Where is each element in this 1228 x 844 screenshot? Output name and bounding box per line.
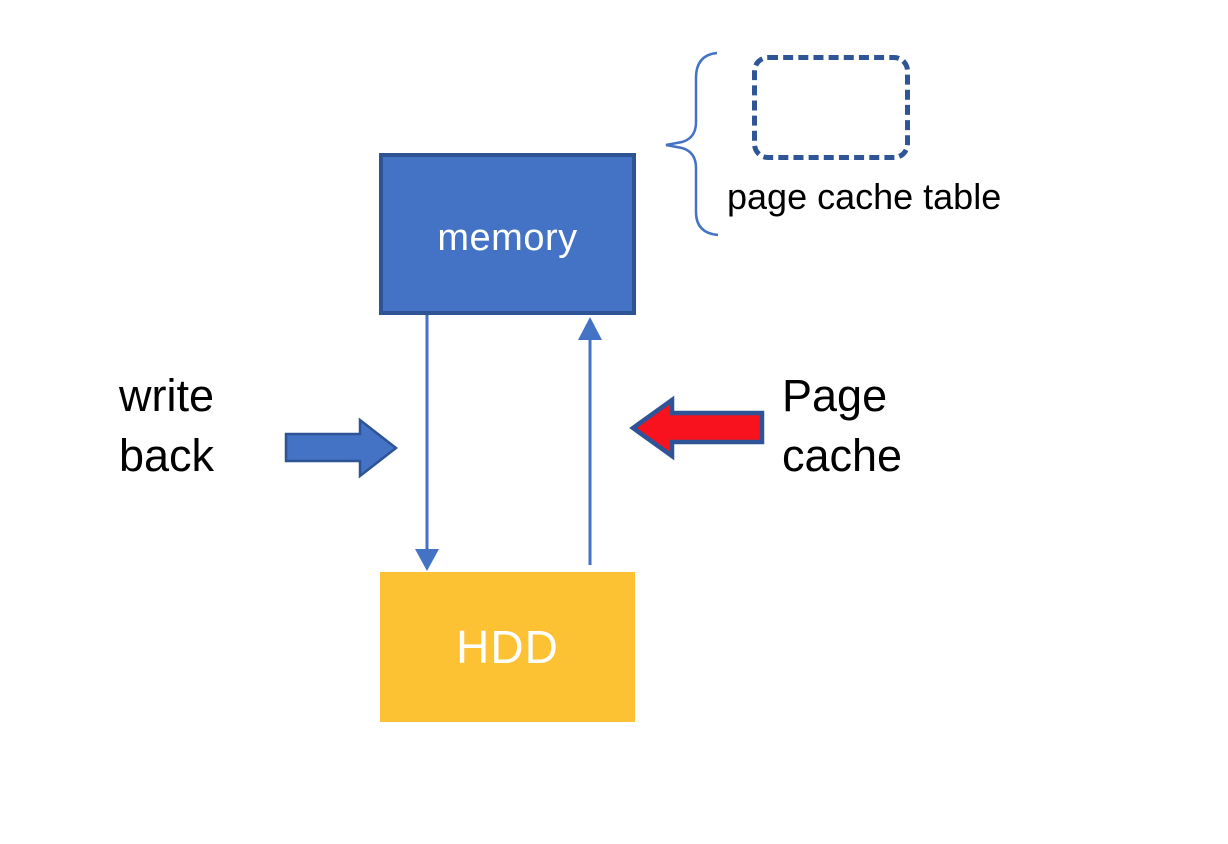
page-cache-label: Page cache xyxy=(782,370,903,481)
page-cache-table-box xyxy=(752,55,910,160)
page-cache-table-label: page cache table xyxy=(727,176,1002,217)
page-cache-arrow xyxy=(629,395,765,461)
memory-label: memory xyxy=(437,216,578,259)
arrow-memory-to-hdd xyxy=(415,315,439,571)
hdd-label: HDD xyxy=(456,621,559,673)
write-back-arrow xyxy=(284,417,399,479)
brace xyxy=(665,51,719,237)
hdd-node: HDD xyxy=(380,572,635,722)
write-back-label: write back xyxy=(119,370,215,481)
memory-node: memory xyxy=(379,153,636,315)
arrow-hdd-to-memory xyxy=(578,317,602,565)
